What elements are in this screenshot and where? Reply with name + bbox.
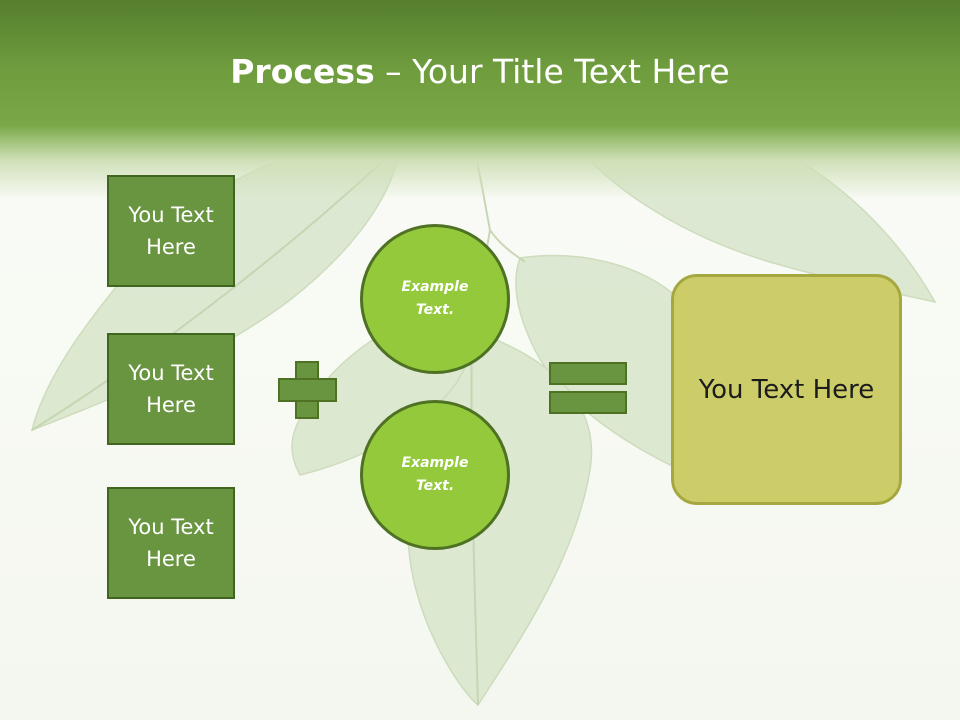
input-box-2[interactable]: You Text Here [107, 333, 235, 445]
equals-icon-bottom-bar [549, 391, 627, 414]
input-box-label: You Text Here [128, 203, 214, 259]
input-box-label: You Text Here [128, 515, 214, 571]
equals-icon-top-bar [549, 362, 627, 385]
input-box-label: You Text Here [128, 361, 214, 417]
input-box-1[interactable]: You Text Here [107, 175, 235, 287]
title-banner [0, 0, 960, 200]
slide-title: Process – Your Title Text Here [0, 52, 960, 91]
input-box-3[interactable]: You Text Here [107, 487, 235, 599]
circle-label: Example Text. [401, 455, 469, 494]
title-bold: Process [230, 52, 375, 91]
plus-icon-core [297, 380, 317, 400]
example-circle-2[interactable]: Example Text. [360, 400, 510, 550]
result-label: You Text Here [698, 374, 875, 405]
example-circle-1[interactable]: Example Text. [360, 224, 510, 374]
circle-label: Example Text. [401, 279, 469, 318]
title-rest: – Your Title Text Here [374, 52, 730, 91]
result-box[interactable]: You Text Here [671, 274, 902, 505]
